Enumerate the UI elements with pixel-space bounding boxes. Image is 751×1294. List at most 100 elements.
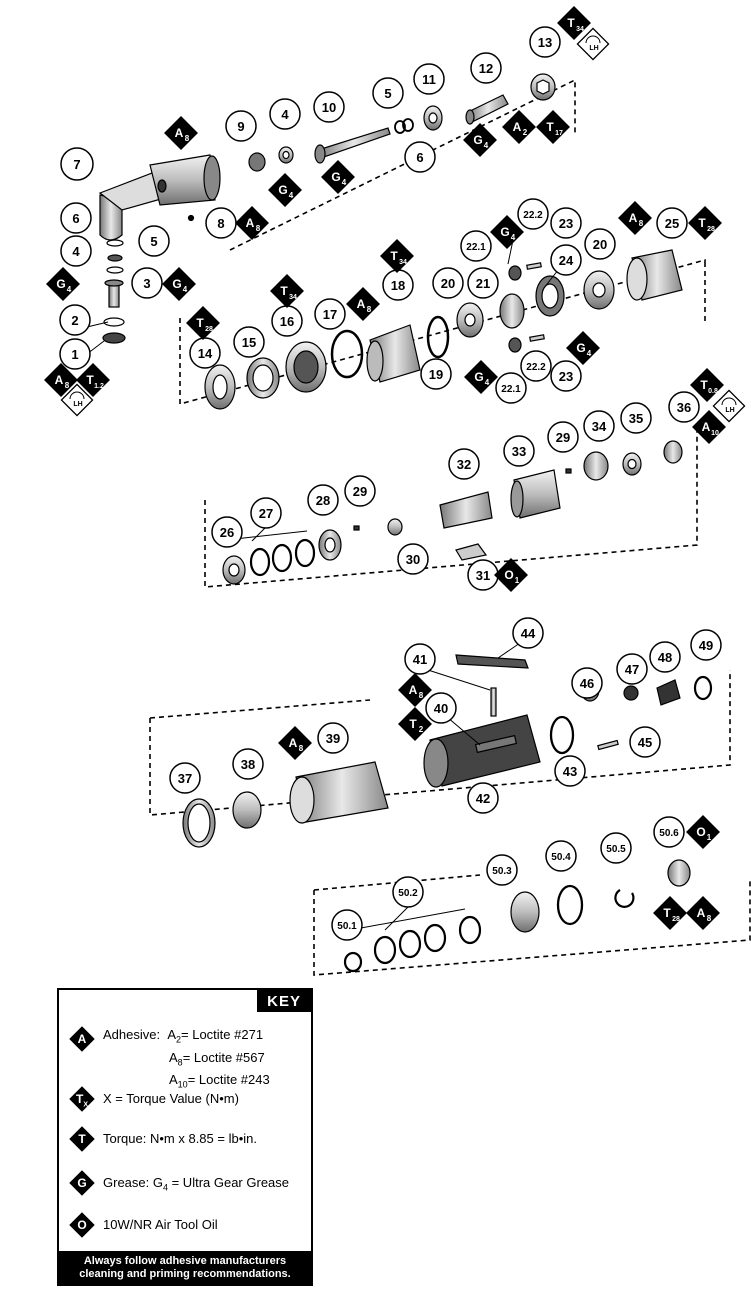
torque-conversion-legend: Torque: N•m x 8.85 = lb•in. bbox=[103, 1131, 257, 1146]
svg-text:36: 36 bbox=[677, 400, 691, 415]
vane-31-drawing bbox=[455, 543, 488, 561]
callout-11: 11 bbox=[413, 63, 445, 95]
svg-text:4: 4 bbox=[587, 349, 592, 358]
svg-text:27: 27 bbox=[259, 506, 273, 521]
valve-41-drawing bbox=[490, 687, 497, 717]
svg-text:6: 6 bbox=[72, 211, 79, 226]
svg-text:42: 42 bbox=[476, 791, 490, 806]
callout-25: 25 bbox=[656, 207, 688, 239]
svg-text:A: A bbox=[702, 420, 711, 434]
callout-16: 16 bbox=[271, 305, 303, 337]
svg-text:4: 4 bbox=[281, 107, 289, 122]
svg-text:8: 8 bbox=[256, 224, 261, 233]
svg-text:O: O bbox=[504, 568, 513, 582]
callout-50-2: 50.2 bbox=[392, 876, 424, 908]
fitting-50-6-drawing bbox=[667, 859, 691, 887]
svg-text:10: 10 bbox=[711, 430, 719, 437]
divider-1 bbox=[229, 78, 576, 251]
callout-18: 18 bbox=[382, 269, 414, 301]
svg-text:43: 43 bbox=[563, 764, 577, 779]
adhesive-legend: Adhesive: A2= Loctite #271 A8= Loctite #… bbox=[103, 1027, 270, 1090]
svg-text:3: 3 bbox=[143, 276, 150, 291]
svg-text:33: 33 bbox=[512, 444, 526, 459]
svg-text:34: 34 bbox=[289, 294, 297, 301]
callout-31: 31 bbox=[467, 559, 499, 591]
svg-text:T: T bbox=[409, 717, 417, 731]
svg-text:41: 41 bbox=[413, 652, 427, 667]
callout-5b: 5 bbox=[372, 77, 404, 109]
oring-17-drawing bbox=[330, 329, 364, 379]
svg-text:46: 46 bbox=[580, 676, 594, 691]
callout-22-2b: 22.2 bbox=[520, 350, 552, 382]
svg-text:28: 28 bbox=[672, 916, 680, 923]
badge-lh-36: LH bbox=[712, 389, 746, 423]
svg-text:A: A bbox=[357, 297, 366, 311]
svg-text:20: 20 bbox=[441, 276, 455, 291]
svg-text:9: 9 bbox=[237, 119, 244, 134]
callout-50-3: 50.3 bbox=[486, 854, 518, 886]
svg-text:23: 23 bbox=[559, 216, 573, 231]
callout-22-1b: 22.1 bbox=[495, 372, 527, 404]
callout-6: 6 bbox=[60, 202, 92, 234]
callout-2: 2 bbox=[59, 304, 91, 336]
callout-20a: 20 bbox=[432, 267, 464, 299]
svg-text:O: O bbox=[696, 825, 705, 839]
torque-diamond-icon: T bbox=[69, 1126, 95, 1152]
callout-13: 13 bbox=[529, 26, 561, 58]
svg-text:G: G bbox=[278, 183, 287, 197]
callout-17: 17 bbox=[314, 298, 346, 330]
washer-2-drawing bbox=[103, 317, 125, 327]
svg-text:8: 8 bbox=[185, 134, 190, 143]
nut-36-drawing bbox=[663, 440, 683, 464]
callout-46: 46 bbox=[571, 667, 603, 699]
svg-text:8: 8 bbox=[217, 216, 224, 231]
ring-6-drawing bbox=[106, 239, 124, 247]
svg-text:T: T bbox=[700, 378, 708, 392]
callout-40: 40 bbox=[425, 692, 457, 724]
callout-10: 10 bbox=[313, 91, 345, 123]
svg-text:22.2: 22.2 bbox=[523, 210, 543, 221]
callout-44: 44 bbox=[512, 617, 544, 649]
svg-text:12: 12 bbox=[479, 61, 493, 76]
oring-49-drawing bbox=[693, 675, 713, 701]
svg-text:29: 29 bbox=[353, 484, 367, 499]
svg-text:G: G bbox=[500, 225, 509, 239]
svg-text:39: 39 bbox=[326, 731, 340, 746]
callout-38: 38 bbox=[232, 748, 264, 780]
svg-text:50.5: 50.5 bbox=[606, 844, 626, 855]
svg-text:44: 44 bbox=[521, 626, 536, 641]
callout-36: 36 bbox=[668, 391, 700, 423]
oring-19-drawing bbox=[426, 315, 450, 359]
part-drawings bbox=[98, 73, 713, 973]
svg-text:21: 21 bbox=[476, 276, 490, 291]
callout-19: 19 bbox=[420, 358, 452, 390]
grease-diamond-icon: G bbox=[69, 1170, 95, 1196]
spider-47-drawing bbox=[623, 685, 639, 701]
callout-30: 30 bbox=[397, 543, 429, 575]
svg-text:0.8: 0.8 bbox=[708, 388, 718, 395]
svg-text:29: 29 bbox=[556, 430, 570, 445]
callout-45: 45 bbox=[629, 726, 661, 758]
shaft-10-drawing bbox=[317, 127, 391, 159]
svg-text:1.2: 1.2 bbox=[94, 383, 104, 390]
svg-text:4: 4 bbox=[67, 285, 72, 294]
plate-34-drawing bbox=[583, 451, 609, 481]
adhesive-diamond-icon: A bbox=[69, 1026, 95, 1052]
callout-23a: 23 bbox=[550, 207, 582, 239]
callout-21: 21 bbox=[467, 267, 499, 299]
svg-text:22.1: 22.1 bbox=[466, 242, 486, 253]
svg-text:14: 14 bbox=[198, 346, 213, 361]
callout-43: 43 bbox=[554, 755, 586, 787]
callouts: 1 2 3 4 5 6 7 8 9 4 10 5 6 11 12 13 14 1… bbox=[59, 26, 722, 941]
part-21-drawing bbox=[499, 293, 525, 329]
svg-text:30: 30 bbox=[406, 552, 420, 567]
